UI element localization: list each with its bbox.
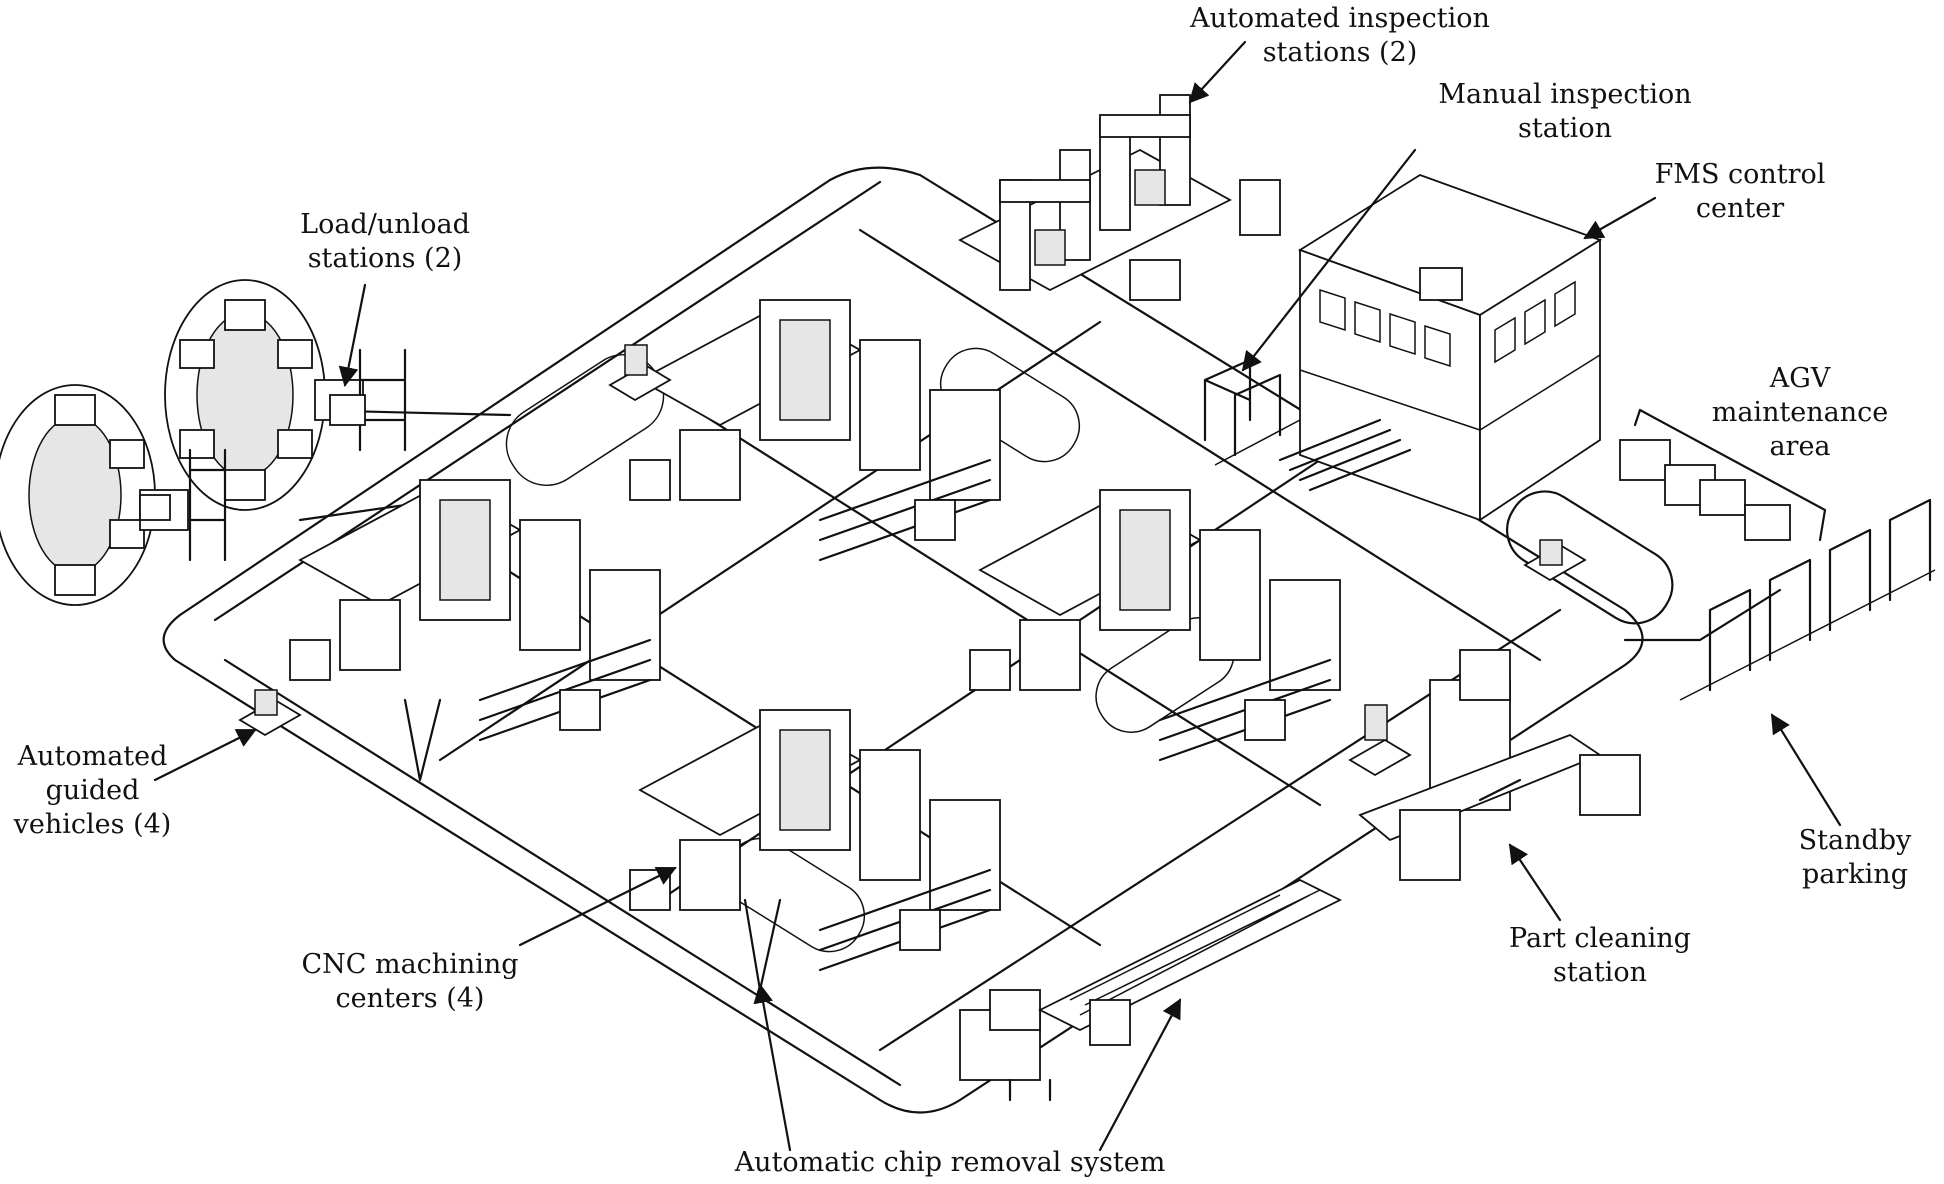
- cnc-machining-center-2: [629, 299, 1001, 562]
- control-center-stairs: [1278, 418, 1412, 492]
- callout-leader-lines: [153, 40, 1842, 1152]
- agv-guide-path-network: [162, 166, 1782, 1114]
- label-manual-inspection-station: Manual inspection station: [1438, 79, 1692, 144]
- guide-path-outer-boundary: [162, 166, 1644, 1114]
- fms-control-center-building: [1278, 174, 1603, 522]
- guide-path-lane-g: [638, 373, 1322, 807]
- label-standby-parking: Standby parking: [1798, 825, 1912, 890]
- label-load-unload-stations: Load/unload stations (2): [300, 209, 470, 274]
- manual-inspection-station: [1203, 358, 1301, 466]
- leader-automated-inspection: [1188, 40, 1247, 104]
- agv-vehicle: [1523, 539, 1587, 582]
- label-cnc-machining-centers: CNC machining centers (4): [301, 949, 519, 1014]
- agv-vehicle: [608, 344, 672, 402]
- leader-chip-removal-left: [753, 983, 792, 1152]
- cnc-machining-center-1: [289, 479, 661, 782]
- leader-cnc: [518, 866, 677, 947]
- guide-path-lane-h: [858, 228, 1542, 662]
- guide-path-lane-e: [223, 658, 902, 1087]
- leader-fms-control-center: [1583, 196, 1657, 240]
- load-unload-station: [0, 384, 189, 606]
- standby-parking-feeder-path: [1623, 588, 1782, 642]
- leader-chip-removal-right: [1098, 998, 1182, 1152]
- label-automated-guided-vehicles: Automated guided vehicles (4): [13, 741, 172, 840]
- agv-vehicle: [1348, 704, 1412, 777]
- part-cleaning-station: [1358, 649, 1641, 881]
- cnc-machining-center-4: [629, 709, 1001, 992]
- leader-part-cleaning: [1508, 843, 1562, 922]
- cnc-machining-center-3: [969, 489, 1341, 762]
- leader-agv: [153, 728, 257, 782]
- standby-parking: [1679, 498, 1936, 701]
- label-agv-maintenance-area: AGV maintenance area: [1711, 363, 1889, 462]
- label-chip-removal-system: Automatic chip removal system: [734, 1147, 1166, 1178]
- leader-load-unload: [338, 283, 367, 387]
- label-automated-inspection-stations: Automated inspection stations (2): [1190, 3, 1490, 68]
- load-unload-rack: [139, 348, 407, 562]
- automated-guided-vehicles: [238, 344, 1587, 777]
- chip-removal-system: [959, 878, 1343, 1102]
- agv-vehicle: [238, 689, 302, 737]
- automated-inspection-stations: [958, 94, 1281, 301]
- leader-manual-inspection: [1241, 148, 1417, 372]
- agv-maintenance-area: [1619, 408, 1827, 542]
- agv-maintenance-loop: [1506, 490, 1674, 625]
- load-unload-station: [164, 279, 364, 511]
- label-fms-control-center: FMS control center: [1654, 159, 1826, 224]
- control-center-windows: [1319, 280, 1576, 368]
- load-unload-stations: [0, 279, 407, 606]
- label-part-cleaning-station: Part cleaning station: [1509, 923, 1691, 988]
- leader-standby: [1770, 713, 1842, 827]
